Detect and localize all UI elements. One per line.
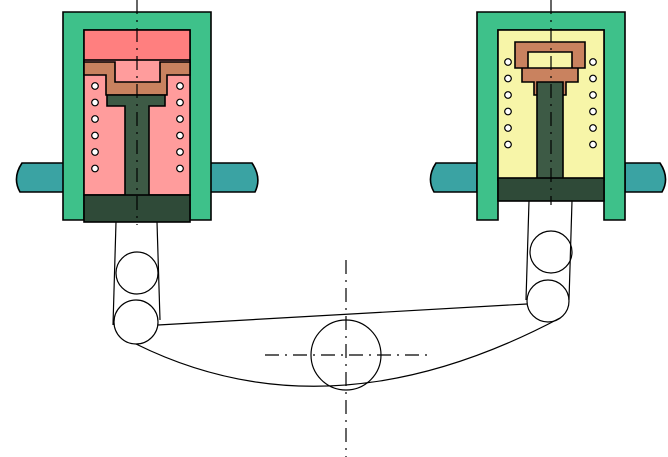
spring-coil bbox=[504, 140, 512, 149]
spring-coil bbox=[91, 115, 99, 123]
right-spring bbox=[504, 58, 597, 149]
spring-coil bbox=[504, 74, 512, 83]
right-seal bbox=[514, 41, 586, 96]
spring-coil bbox=[176, 82, 184, 90]
spring-coil bbox=[176, 148, 184, 156]
right-piston bbox=[536, 81, 564, 181]
upper-belt-line bbox=[157, 303, 528, 326]
spring-coil bbox=[504, 58, 512, 66]
spring-coil bbox=[589, 140, 597, 149]
spring-coil bbox=[504, 107, 512, 116]
spring-coil bbox=[589, 124, 597, 132]
spring-coil bbox=[91, 82, 99, 90]
spring-coil bbox=[589, 107, 597, 116]
left-lower-roller bbox=[113, 299, 159, 345]
spring-coil bbox=[91, 98, 99, 107]
spring-coil bbox=[589, 58, 597, 66]
right-actuator bbox=[429, 0, 667, 221]
spring-coil bbox=[504, 124, 512, 132]
belt-linkage bbox=[112, 200, 573, 457]
right-upper-roller bbox=[529, 230, 573, 274]
left-actuator bbox=[15, 0, 259, 225]
right-lower-roller bbox=[526, 279, 570, 323]
left-loop-outer bbox=[112, 221, 117, 326]
spring-coil bbox=[504, 91, 512, 99]
spring-coil bbox=[176, 131, 184, 140]
left-upper-roller bbox=[115, 251, 159, 295]
spring-coil bbox=[91, 164, 99, 173]
spring-coil bbox=[176, 115, 184, 123]
right-mounting-bracket bbox=[429, 162, 667, 193]
lower-belt-arc bbox=[135, 317, 561, 387]
spring-coil bbox=[176, 98, 184, 107]
left-spring bbox=[91, 82, 184, 173]
spring-coil bbox=[589, 74, 597, 83]
left-seal bbox=[83, 61, 191, 96]
spring-coil bbox=[91, 148, 99, 156]
spring-coil bbox=[176, 164, 184, 173]
right-loop-outer bbox=[525, 200, 530, 301]
spring-coil bbox=[589, 91, 597, 99]
spring-coil bbox=[91, 131, 99, 140]
right-loop-inner bbox=[568, 200, 573, 301]
